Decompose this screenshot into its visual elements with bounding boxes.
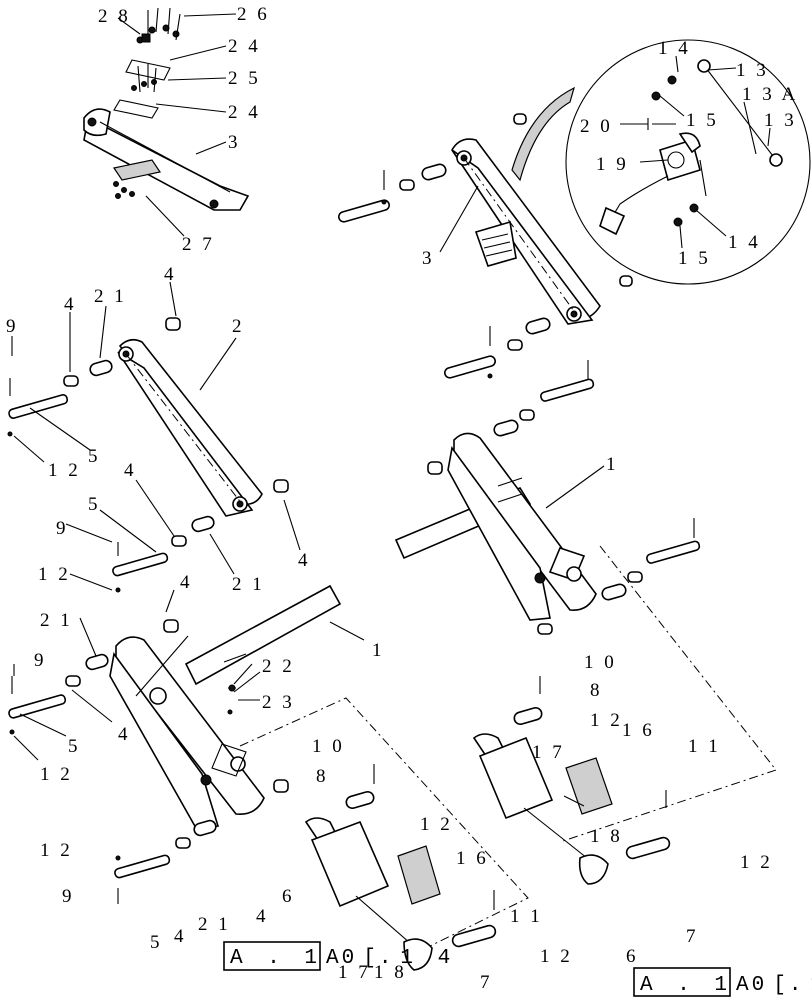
callout-2: 2 — [232, 316, 245, 337]
callout-13-right: 1 3 — [764, 110, 797, 131]
callout-1-left: 1 — [372, 640, 385, 661]
reference-left-boxed: A . 1 0 . — [230, 947, 397, 970]
callout-4-a: 4 — [164, 264, 177, 285]
callout-22: 2 2 — [262, 656, 295, 677]
callout-12-c: 1 2 — [40, 764, 73, 785]
callout-9-a: 9 — [6, 316, 19, 337]
callout-14-bottom: 1 4 — [728, 232, 761, 253]
callout-3-small-arm: 3 — [228, 132, 241, 153]
callout-13-top: 1 3 — [736, 60, 769, 81]
callout-4-b: 4 — [64, 294, 77, 315]
callout-5-d: 5 — [150, 932, 163, 953]
callout-17-left: 1 7 — [338, 962, 371, 983]
callout-4-g: 4 — [174, 926, 187, 947]
upper-arm-right — [338, 86, 633, 379]
reference-right-suffix: A [ 1 4 — [736, 974, 812, 997]
callout-12-f: 1 2 — [540, 946, 573, 967]
callout-5-a: 5 — [88, 446, 101, 467]
callout-16-left: 1 6 — [456, 848, 489, 869]
callout-24-upper: 2 4 — [228, 36, 261, 57]
callout-21-a: 2 1 — [94, 286, 127, 307]
callout-12-a: 1 2 — [48, 460, 81, 481]
page-reference-right: A . 1 0 . A [ 1 4 — [633, 967, 812, 997]
callout-28: 2 8 — [98, 6, 131, 27]
callout-21-b: 2 1 — [232, 574, 265, 595]
callout-3-right-arm: 3 — [422, 248, 435, 269]
callout-12-h: 1 2 — [740, 852, 773, 873]
callout-12-d: 1 2 — [420, 814, 453, 835]
callout-8-left: 8 — [316, 766, 329, 787]
callout-10-left: 1 0 — [312, 736, 345, 757]
callout-8-right: 8 — [590, 680, 603, 701]
callout-labels: 2 6 2 8 2 4 2 5 2 4 3 2 7 1 4 1 3 1 3 A … — [6, 4, 798, 993]
reference-left-suffix: A [ 1 4 — [326, 947, 456, 970]
callout-9-b: 9 — [56, 518, 69, 539]
callout-9-c: 9 — [34, 650, 47, 671]
callout-21-c: 2 1 — [40, 610, 73, 631]
callout-10-right: 1 0 — [584, 652, 617, 673]
page-reference-left: A . 1 0 . A [ 1 4 — [223, 941, 456, 971]
callout-7-right: 7 — [686, 926, 699, 947]
callout-27: 2 7 — [182, 234, 215, 255]
callout-4-h: 4 — [256, 906, 269, 927]
lift-arm-right — [394, 360, 777, 843]
callout-21-d: 2 1 — [198, 914, 231, 935]
callout-23: 2 3 — [262, 692, 295, 713]
callout-15-top: 1 5 — [686, 110, 719, 131]
callout-24-lower: 2 4 — [228, 102, 261, 123]
callout-5-c: 5 — [68, 736, 81, 757]
upper-arm-small — [83, 7, 250, 211]
callout-26: 2 6 — [237, 4, 270, 25]
callout-15-bottom: 1 5 — [678, 248, 711, 269]
callout-11-right: 1 1 — [688, 736, 721, 757]
callout-6-right: 6 — [626, 946, 639, 967]
callout-18-left: 1 8 — [374, 962, 407, 983]
callout-4-c: 4 — [124, 460, 137, 481]
callout-5-b: 5 — [88, 494, 101, 515]
callout-9-d: 9 — [62, 886, 75, 907]
callout-16-right: 1 6 — [622, 720, 655, 741]
cylinder-left — [304, 764, 497, 971]
callout-12-e: 1 2 — [40, 840, 73, 861]
lift-arm-left — [8, 584, 529, 947]
callout-1-right: 1 — [606, 454, 619, 475]
callout-12-b: 1 2 — [38, 564, 71, 585]
callout-7-left: 7 — [480, 972, 493, 993]
callout-12-g: 1 2 — [590, 710, 623, 731]
callout-18-right: 1 8 — [590, 826, 623, 847]
callout-19: 1 9 — [596, 154, 629, 175]
callout-20: 2 0 — [580, 116, 613, 137]
reference-right-boxed: A . 1 0 . — [640, 974, 807, 997]
callout-14-top: 1 4 — [658, 38, 691, 59]
sensor-detail — [565, 39, 811, 285]
link-arm-middle — [7, 317, 289, 593]
callout-13A: 1 3 A — [742, 84, 798, 105]
callout-4-e: 4 — [180, 572, 193, 593]
callout-11-left: 1 1 — [510, 906, 543, 927]
callout-4-f: 4 — [118, 724, 131, 745]
callout-4-d: 4 — [298, 550, 311, 571]
leader-lines — [11, 13, 771, 761]
callout-17-right: 1 7 — [532, 742, 565, 763]
callout-25: 2 5 — [228, 68, 261, 89]
cylinder-right — [472, 676, 671, 885]
callout-6-left: 6 — [282, 886, 295, 907]
